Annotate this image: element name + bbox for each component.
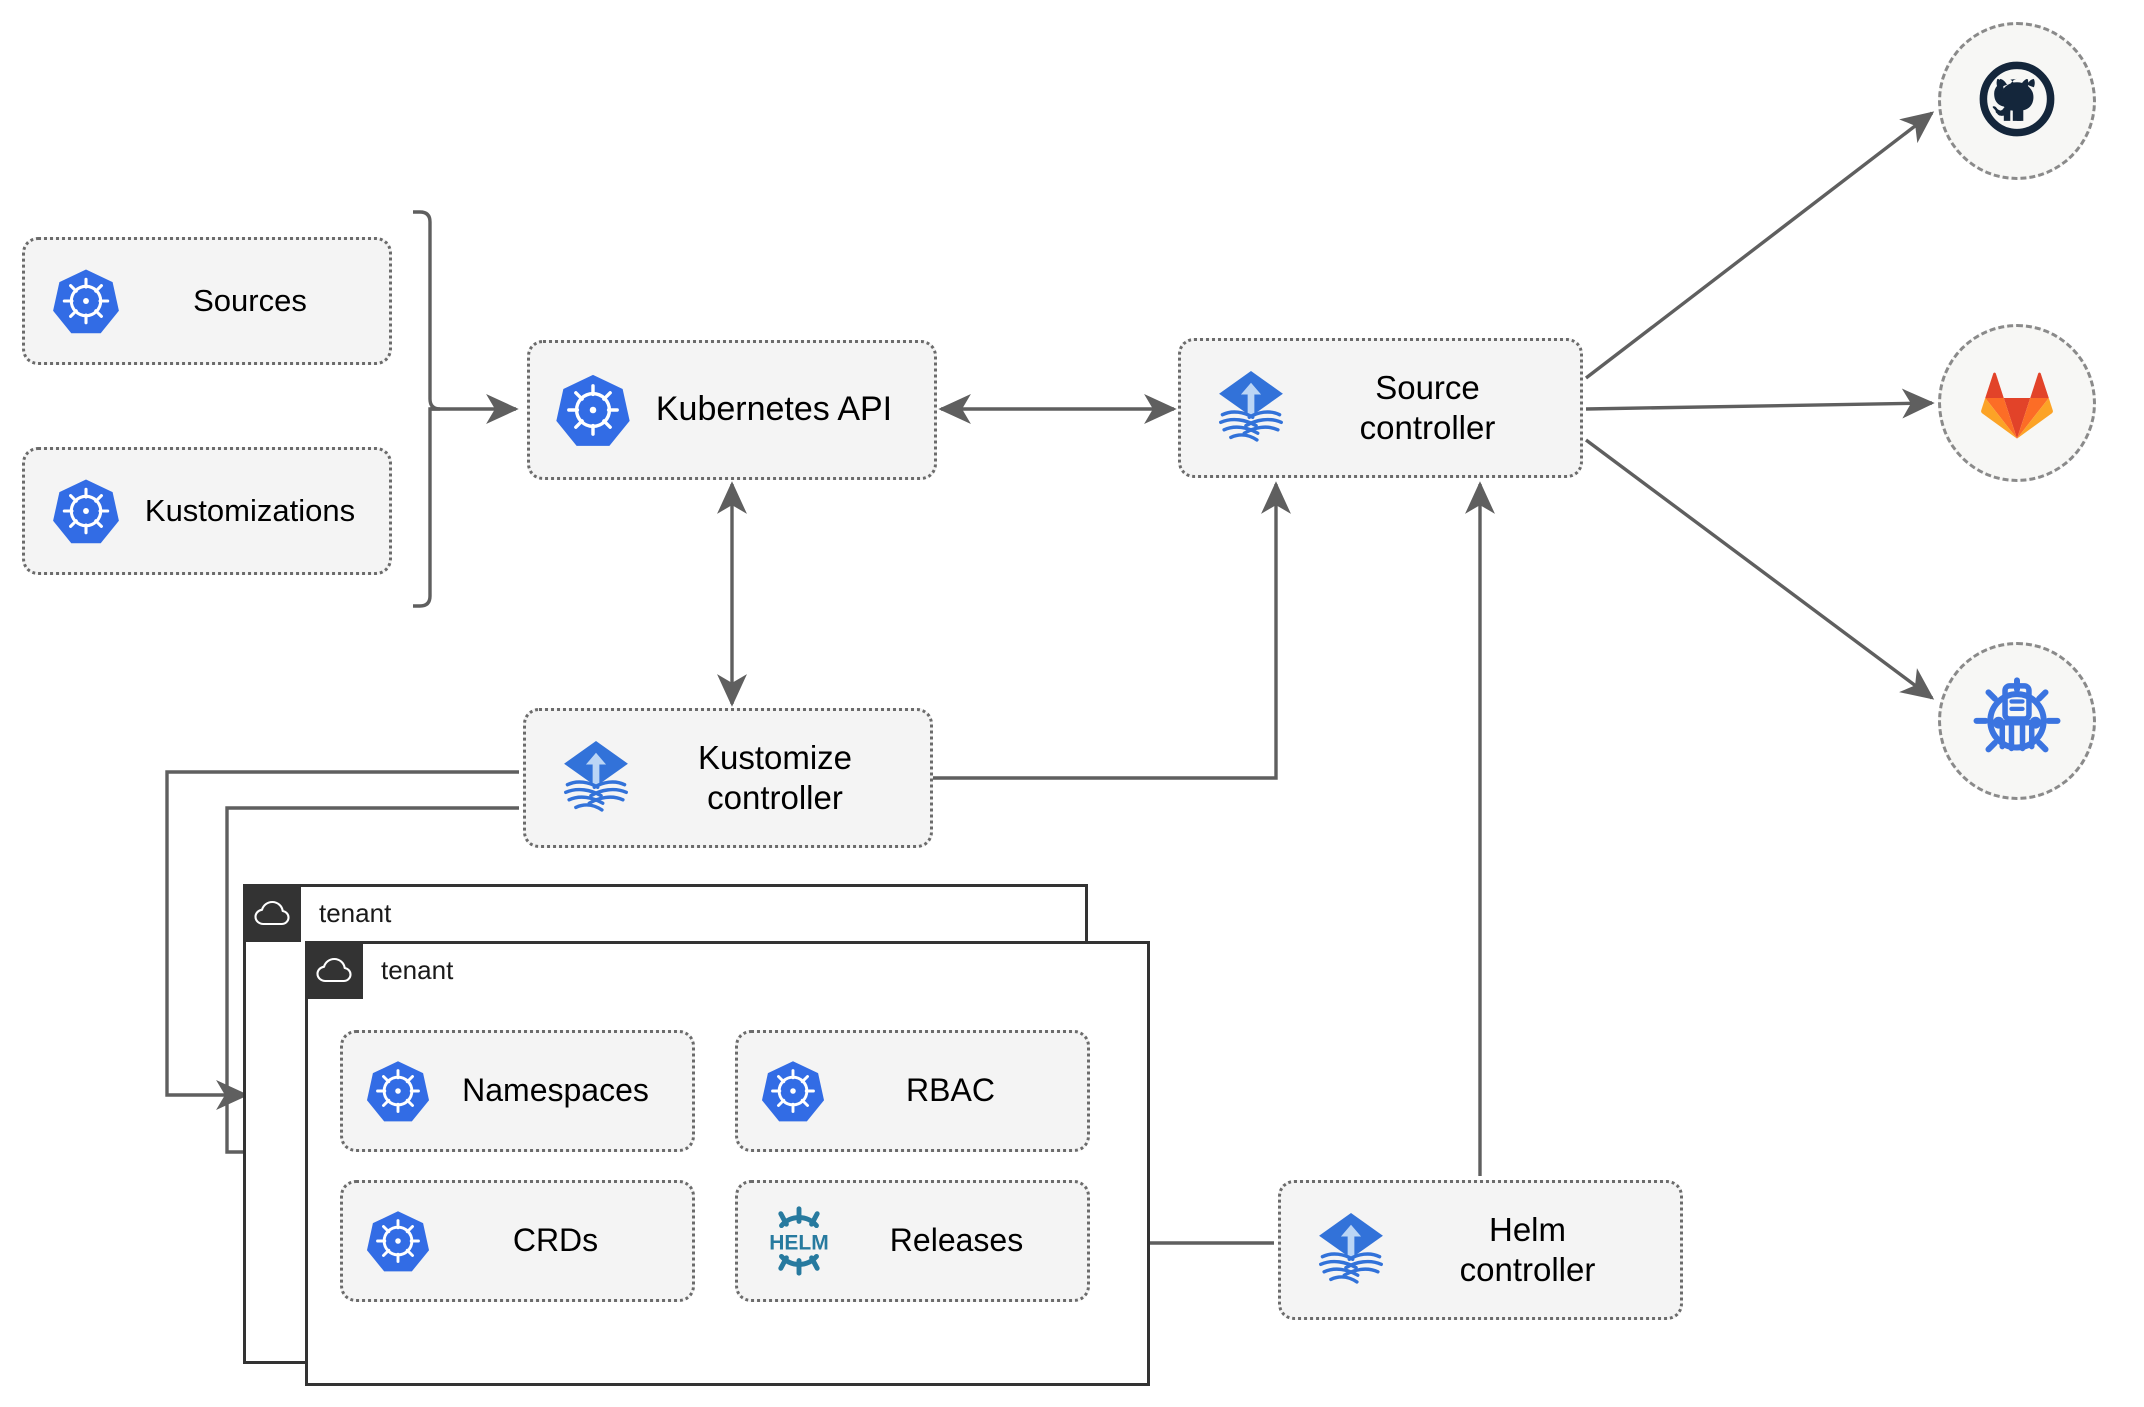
kubernetes-icon [554, 371, 632, 449]
cloud-icon [243, 884, 301, 942]
node-crds[interactable]: CRDs [340, 1180, 695, 1302]
node-label: CRDs [512, 1222, 599, 1259]
node-label: Sources [193, 283, 307, 319]
node-kustomize-controller[interactable]: Kustomize controller [523, 708, 933, 848]
node-namespaces[interactable]: Namespaces [340, 1030, 695, 1152]
gitlab-icon [1974, 360, 2060, 447]
node-gitlab[interactable] [1938, 324, 2096, 482]
node-helm-controller[interactable]: Helm controller [1278, 1180, 1683, 1320]
edge-bracket-group [413, 210, 441, 608]
helm-icon: HELM [760, 1206, 838, 1276]
tenant-label: tenant [381, 954, 454, 985]
node-label: Kustomizations [144, 493, 356, 529]
kubernetes-icon [51, 266, 121, 336]
kubernetes-icon [365, 1058, 431, 1124]
github-icon [1975, 57, 2059, 146]
edge-sourcectl-helmrepo [1584, 438, 1935, 700]
node-label: RBAC [906, 1072, 995, 1109]
flux-icon [1209, 366, 1293, 450]
node-rbac[interactable]: RBAC [735, 1030, 1090, 1152]
edge-kustomizectl-sourcectl [933, 481, 1291, 780]
node-helm-repository[interactable] [1938, 642, 2096, 800]
tenant-header: tenant [305, 941, 453, 999]
node-label: Releases [889, 1222, 1024, 1259]
node-kubernetes-api[interactable]: Kubernetes API [527, 340, 937, 480]
kubernetes-icon [51, 476, 121, 546]
node-label: Helm controller [1459, 1210, 1596, 1288]
node-label: Namespaces [462, 1072, 649, 1109]
node-kustomizations[interactable]: Kustomizations [22, 447, 392, 575]
edge-sourcectl-github [1584, 111, 1935, 380]
kubernetes-icon [365, 1208, 431, 1274]
node-label: Source controller [1359, 368, 1496, 446]
flux-icon [554, 736, 638, 820]
flux-icon [1309, 1208, 1393, 1292]
node-sources[interactable]: Sources [22, 237, 392, 365]
cloud-icon [305, 941, 363, 999]
svg-text:HELM: HELM [769, 1231, 829, 1254]
tenant-header: tenant [243, 884, 391, 942]
node-label: Kubernetes API [655, 390, 893, 429]
node-github[interactable] [1938, 22, 2096, 180]
node-releases[interactable]: HELM Releases [735, 1180, 1090, 1302]
node-source-controller[interactable]: Source controller [1178, 338, 1583, 478]
tenant-label: tenant [319, 897, 392, 928]
tenant-container[interactable]: tenant [305, 941, 1150, 1386]
node-label: Kustomize controller [697, 738, 853, 816]
kubernetes-icon [760, 1058, 826, 1124]
edge-sourcectl-gitlab [1585, 388, 1935, 419]
helm-repository-icon [1971, 673, 2063, 770]
